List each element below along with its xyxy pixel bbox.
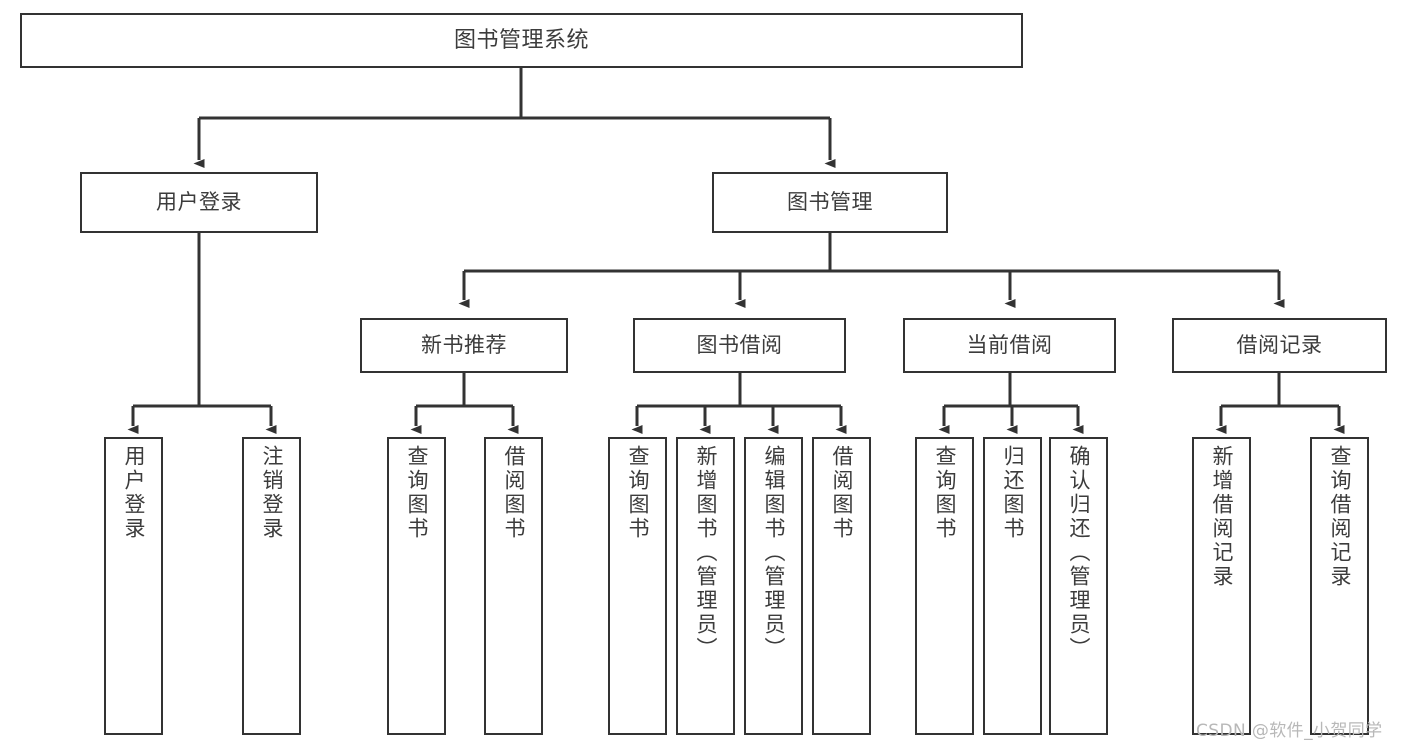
leaf-query-book-current[interactable]: 查询图书 (915, 437, 974, 735)
leaf-add-book-admin[interactable]: 新增图书（管理员） (676, 437, 735, 735)
node-book-borrow[interactable]: 图书借阅 (633, 318, 846, 373)
node-label: 图书管理 (787, 190, 873, 215)
node-label: 图书管理系统 (453, 27, 589, 53)
leaf-logout[interactable]: 注销登录 (242, 437, 301, 735)
node-label: 用户登录 (156, 190, 242, 215)
node-label: 用户登录 (122, 445, 146, 541)
node-label: 查询图书 (405, 445, 429, 541)
node-label: 当前借阅 (966, 333, 1053, 358)
leaf-user-login[interactable]: 用户登录 (104, 437, 163, 735)
node-current-borrow[interactable]: 当前借阅 (903, 318, 1116, 373)
node-borrow-records[interactable]: 借阅记录 (1172, 318, 1387, 373)
leaf-confirm-return-admin[interactable]: 确认归还（管理员） (1049, 437, 1108, 735)
node-label: 查询图书 (626, 445, 650, 541)
leaf-add-borrow-record[interactable]: 新增借阅记录 (1192, 437, 1251, 735)
node-label: 查询借阅记录 (1328, 445, 1352, 589)
node-book-management[interactable]: 图书管理 (712, 172, 948, 233)
node-label: 注销登录 (260, 445, 284, 541)
node-label: 新书推荐 (421, 333, 507, 358)
leaf-borrow-book-borrow[interactable]: 借阅图书 (812, 437, 871, 735)
node-label: 借阅图书 (830, 445, 854, 541)
node-user-login[interactable]: 用户登录 (80, 172, 318, 233)
node-label: 借阅记录 (1236, 333, 1323, 358)
leaf-edit-book-admin[interactable]: 编辑图书（管理员） (744, 437, 803, 735)
csdn-watermark: CSDN @软件_小贺同学 (1196, 721, 1383, 741)
leaf-query-borrow-record[interactable]: 查询借阅记录 (1310, 437, 1369, 735)
node-label: 图书借阅 (696, 333, 783, 358)
node-label: 新增图书（管理员） (694, 445, 718, 661)
leaf-query-book-borrow[interactable]: 查询图书 (608, 437, 667, 735)
leaf-query-book-newbook[interactable]: 查询图书 (387, 437, 446, 735)
node-label: 编辑图书（管理员） (762, 445, 786, 661)
node-label: 查询图书 (933, 445, 957, 541)
node-new-book-recommend[interactable]: 新书推荐 (360, 318, 568, 373)
node-label: 确认归还（管理员） (1067, 445, 1091, 661)
node-label: 归还图书 (1001, 445, 1025, 541)
leaf-borrow-book-newbook[interactable]: 借阅图书 (484, 437, 543, 735)
node-label: 新增借阅记录 (1210, 445, 1234, 589)
leaf-return-book[interactable]: 归还图书 (983, 437, 1042, 735)
node-root-system[interactable]: 图书管理系统 (20, 13, 1023, 68)
node-label: 借阅图书 (502, 445, 526, 541)
